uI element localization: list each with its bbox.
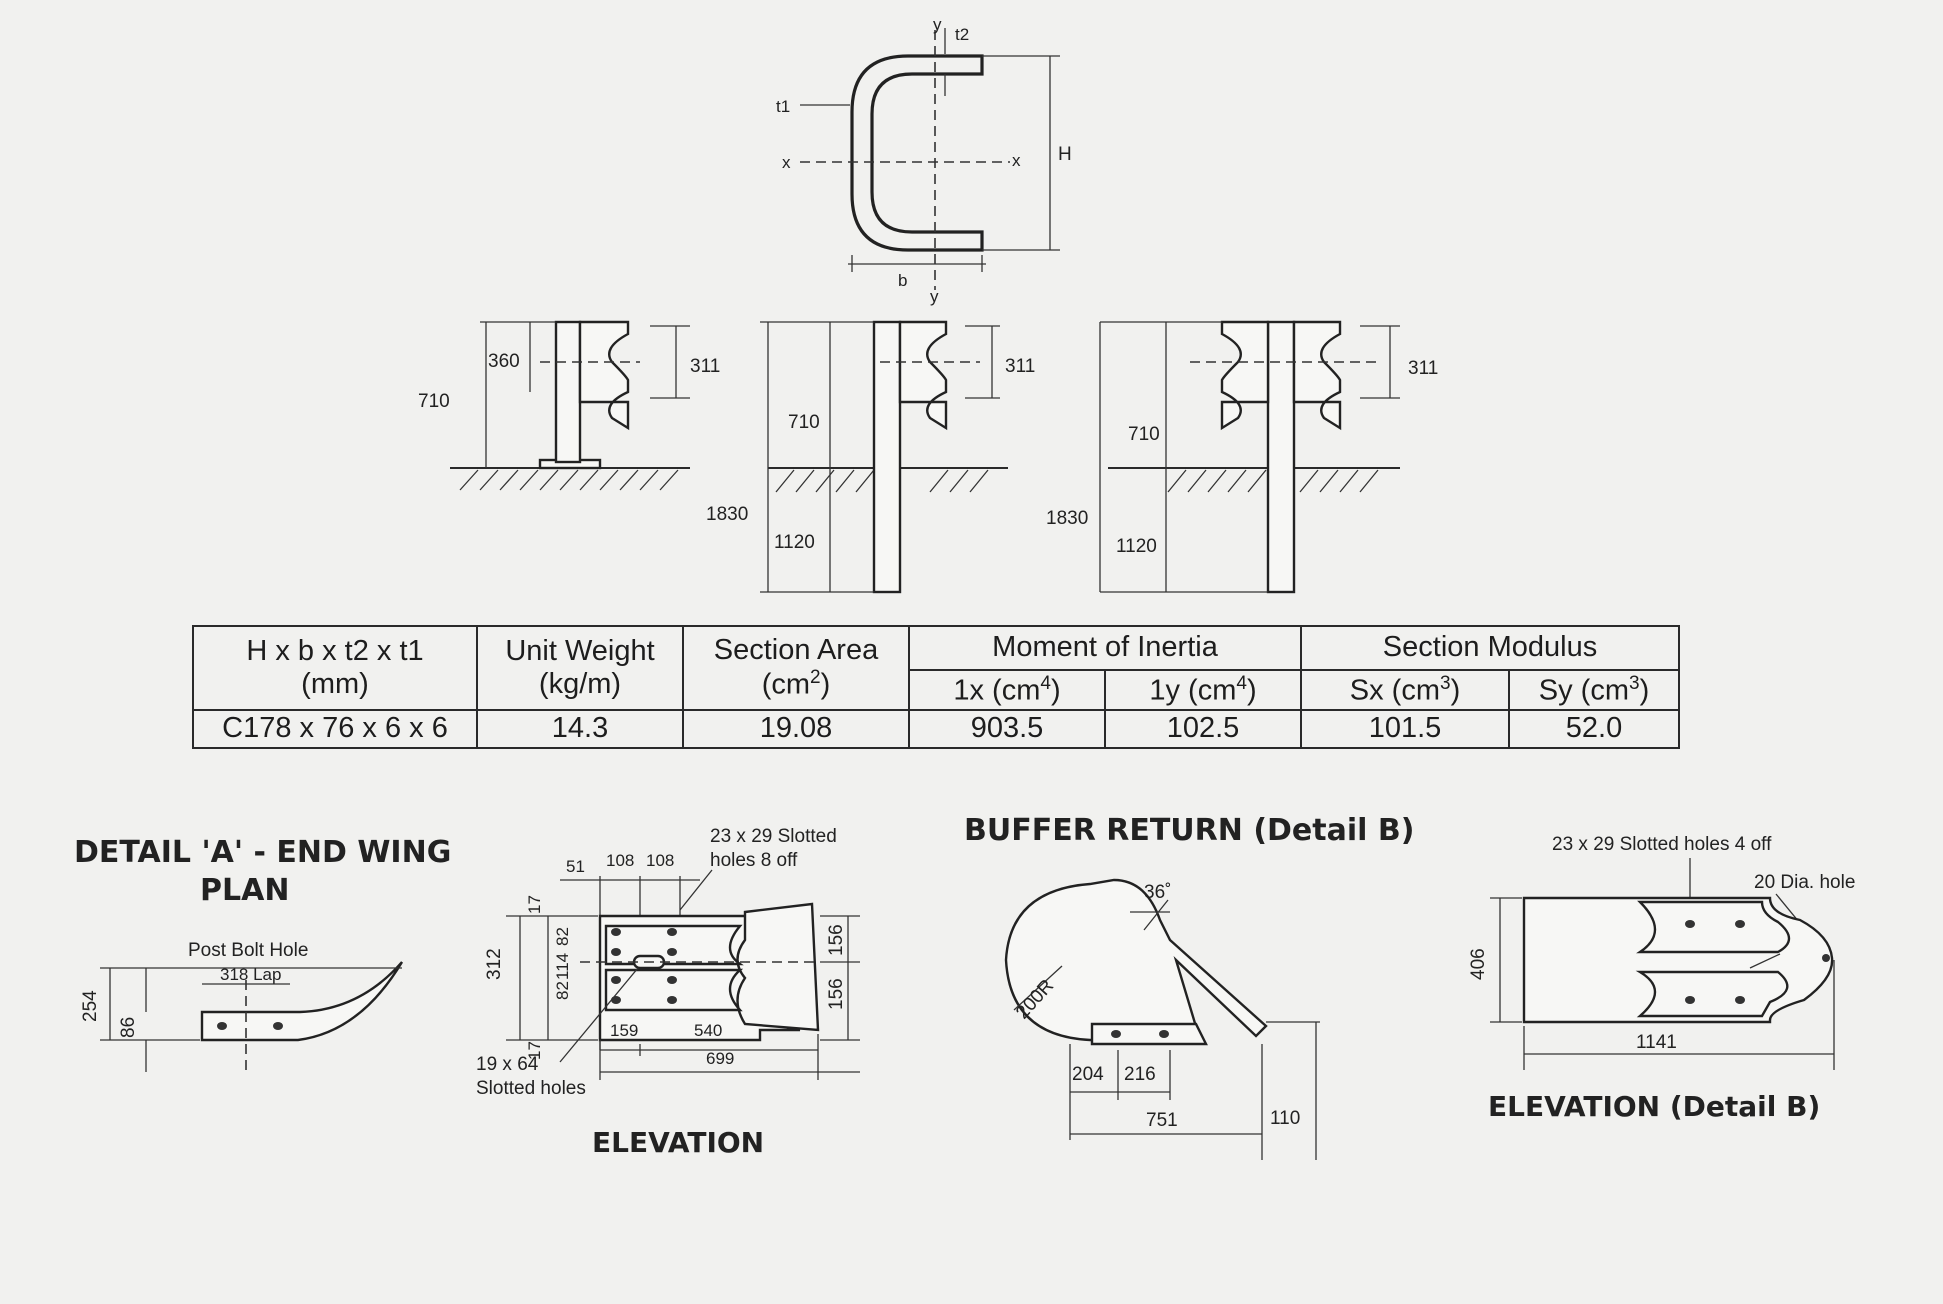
post — [554, 320, 582, 464]
post — [872, 320, 902, 594]
holes-note-line1: 19 x 64 — [476, 1054, 539, 1075]
spec-table: H x b x t2 x t1 (mm) Unit Weight (kg/m) … — [192, 625, 1680, 749]
slotted-note-line1: 23 x 29 Slotted — [710, 826, 837, 847]
header-modulus: Section Modulus — [1300, 625, 1680, 671]
dim-710: 710 — [1128, 424, 1160, 445]
dim-699: 699 — [706, 1049, 734, 1068]
header-weight: Unit Weight (kg/m) — [476, 625, 684, 711]
w-beam-right — [1292, 320, 1342, 431]
slotted-note: 23 x 29 Slotted holes 4 off — [1552, 834, 1772, 855]
dim-1830: 1830 — [706, 504, 748, 525]
buffer-return-detail: BUFFER RETURN (Detail B) 36˚ 200R 204 21… — [964, 813, 1414, 1160]
elevation-end-wing: 23 x 29 Slotted holes 8 off 51 108 108 1… — [476, 826, 860, 1159]
dim-254: 254 — [80, 990, 101, 1022]
header-ix: 1x (cm4) — [908, 669, 1106, 711]
dim-312: 312 — [484, 948, 505, 980]
dim-86: 86 — [118, 1017, 139, 1038]
channel-profile — [850, 54, 984, 252]
slotted-note-line2: holes 8 off — [710, 850, 798, 871]
label-t1: t1 — [776, 97, 790, 116]
label-y-bottom: y — [930, 287, 939, 306]
dim-311: 311 — [1408, 358, 1438, 379]
holes-note-line2: Slotted holes — [476, 1078, 586, 1099]
angle-36: 36˚ — [1144, 882, 1171, 903]
label-h: H — [1058, 144, 1072, 165]
dim-156b: 156 — [826, 978, 847, 1010]
cell-area: 19.08 — [682, 709, 910, 749]
header-iy: 1y (cm4) — [1104, 669, 1302, 711]
dim-114: 114 — [553, 953, 572, 980]
dim-710: 710 — [418, 391, 450, 412]
cell-dims: C178 x 76 x 6 x 6 — [192, 709, 478, 749]
cell-ix: 903.5 — [908, 709, 1106, 749]
dim-156a: 156 — [826, 924, 847, 956]
dim-540: 540 — [694, 1021, 722, 1040]
header-dims: H x b x t2 x t1 (mm) — [192, 625, 478, 711]
post-right-diagram: 311 710 1830 1120 — [1046, 320, 1438, 594]
label-b: b — [898, 271, 907, 290]
dim-51: 51 — [566, 857, 585, 876]
end-wing-flare — [736, 902, 820, 1032]
dim-110: 110 — [1270, 1108, 1300, 1129]
dim-82a: 82 — [553, 927, 572, 946]
w-beam — [898, 320, 948, 431]
header-inertia: Moment of Inertia — [908, 625, 1302, 671]
lap-label: 318 Lap — [220, 965, 281, 984]
dia-note: 20 Dia. hole — [1754, 872, 1855, 893]
detail-a-title-line2: PLAN — [200, 873, 289, 908]
dim-1120: 1120 — [1116, 536, 1157, 557]
detail-a-title-line1: DETAIL 'A' - END WING — [74, 835, 451, 870]
post-bolt-hole-label: Post Bolt Hole — [188, 940, 308, 961]
post-middle-diagram: 311 710 1830 1120 — [706, 320, 1035, 594]
label-x-right: x — [1012, 151, 1021, 170]
w-beam-left — [1220, 320, 1270, 431]
header-sx: Sx (cm3) — [1300, 669, 1510, 711]
elevation-detail-b: 23 x 29 Slotted holes 4 off 20 Dia. hole… — [1468, 834, 1855, 1123]
elevation-a-title: ELEVATION — [592, 1126, 764, 1159]
elevation-b-title: ELEVATION (Detail B) — [1488, 1090, 1820, 1123]
dim-311: 311 — [690, 356, 720, 377]
dim-17b: 17 — [525, 1041, 544, 1060]
dim-159: 159 — [610, 1021, 638, 1040]
buffer-return-title: BUFFER RETURN (Detail B) — [964, 813, 1414, 848]
header-area: Section Area (cm2) — [682, 625, 910, 711]
dim-108a: 108 — [606, 851, 634, 870]
dim-204: 204 — [1072, 1064, 1104, 1085]
buffer-curve — [1004, 878, 1268, 1042]
dim-108b: 108 — [646, 851, 674, 870]
label-t2: t2 — [955, 25, 969, 44]
post — [1266, 320, 1296, 594]
dim-406: 406 — [1468, 948, 1489, 980]
dim-710: 710 — [788, 412, 820, 433]
dim-1830: 1830 — [1046, 508, 1088, 529]
buffer-plate — [1090, 1022, 1208, 1046]
dim-360: 360 — [488, 351, 520, 372]
cell-sx: 101.5 — [1300, 709, 1510, 749]
dim-1141: 1141 — [1636, 1032, 1677, 1053]
cell-weight: 14.3 — [476, 709, 684, 749]
w-beam — [578, 320, 630, 431]
header-sy: Sy (cm3) — [1508, 669, 1680, 711]
channel-section-diagram: y t2 t1 x x H b y — [776, 15, 1072, 306]
cell-iy: 102.5 — [1104, 709, 1302, 749]
label-y-top: y — [933, 15, 942, 34]
dim-1120: 1120 — [774, 532, 815, 553]
dim-82b: 82 — [553, 981, 572, 1000]
post-left-diagram: 710 360 311 — [418, 320, 720, 491]
dim-216: 216 — [1124, 1064, 1156, 1085]
dim-17a: 17 — [525, 895, 544, 914]
label-x-left: x — [782, 153, 791, 172]
dim-751: 751 — [1146, 1110, 1178, 1131]
dim-311: 311 — [1005, 356, 1035, 377]
cell-sy: 52.0 — [1508, 709, 1680, 749]
end-wing-plate — [200, 961, 404, 1042]
table-row: C178 x 76 x 6 x 6 14.3 19.08 903.5 102.5… — [192, 709, 1680, 749]
detail-a-plan: DETAIL 'A' - END WING PLAN Post Bolt Hol… — [74, 835, 451, 1072]
